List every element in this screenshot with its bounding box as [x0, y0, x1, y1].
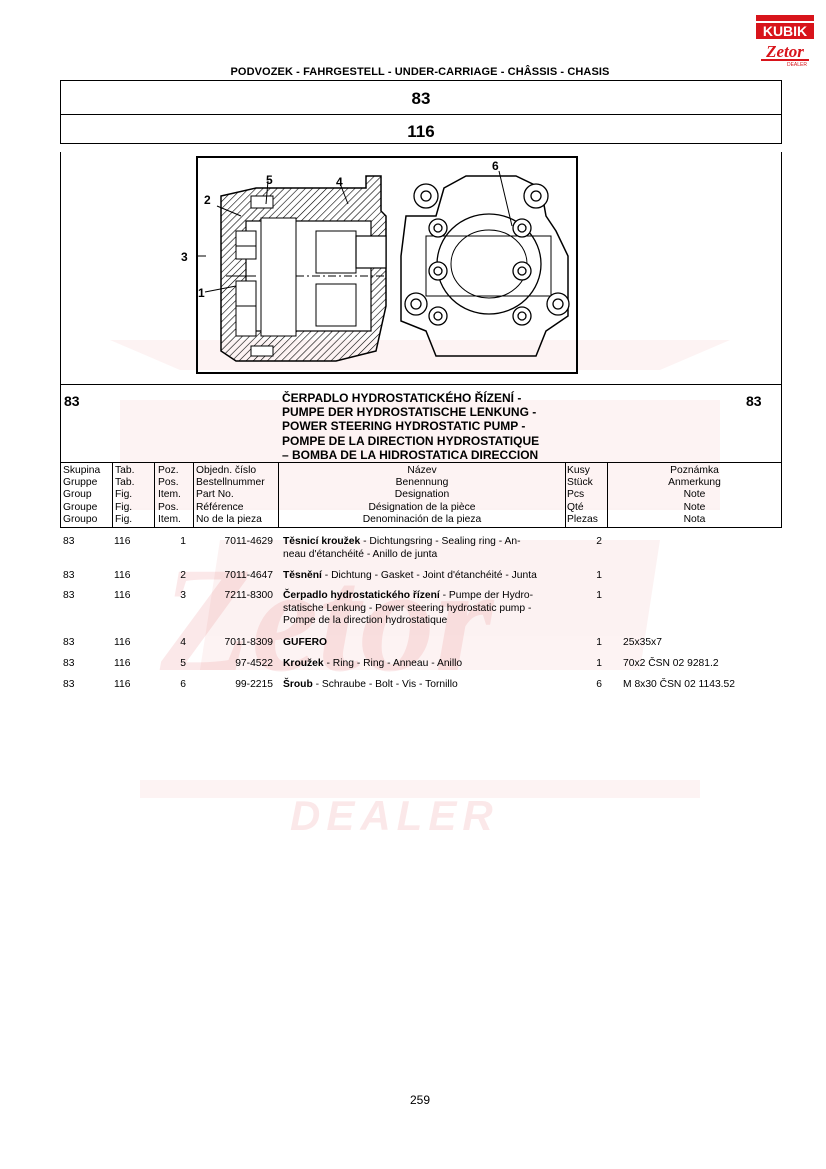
svg-text:DEALER: DEALER: [787, 62, 807, 68]
callout-4: 4: [336, 175, 343, 189]
title-box: [60, 384, 782, 463]
title-group-right: 83: [746, 393, 762, 409]
page-number: 259: [409, 1093, 431, 1107]
kubik-zetor-logo: KUBIK Zetor DEALER: [755, 14, 815, 68]
figure-frame: [60, 152, 782, 384]
callout-3: 3: [181, 250, 188, 264]
svg-text:Zetor: Zetor: [765, 42, 804, 61]
title-line-cz: ČERPADLO HYDROSTATICKÉHO ŘÍZENÍ -: [282, 391, 522, 405]
table-number: 116: [60, 113, 782, 144]
part-title: ČERPADLO HYDROSTATICKÉHO ŘÍZENÍ - PUMPE …: [282, 391, 539, 462]
section-header: PODVOZEK - FAHRGESTELL - UNDER-CARRIAGE …: [230, 66, 610, 78]
col-pos: Poz.Pos.Item.Pos.Item.: [158, 465, 181, 525]
title-line-es: – BOMBA DE LA HIDROSTATICA DIRECCION: [282, 447, 539, 462]
title-line-en: POWER STEERING HYDROSTATIC PUMP -: [282, 419, 526, 434]
callout-2: 2: [204, 193, 211, 207]
title-line-de: PUMPE DER HYDROSTATISCHE LENKUNG -: [282, 405, 537, 420]
title-group-left: 83: [64, 393, 80, 409]
title-line-fr: POMPE DE LA DIRECTION HYDROSTATIQUE: [282, 433, 540, 448]
svg-text:KUBIK: KUBIK: [763, 23, 807, 39]
pump-drawing: 2 5 4 6 1: [191, 156, 578, 374]
callout-6: 6: [492, 159, 499, 173]
callout-1: 1: [198, 286, 205, 300]
col-tab: Tab.Tab.Fig.Fig.Fig.: [115, 465, 135, 525]
group-number: 83: [60, 80, 782, 115]
callout-5: 5: [266, 173, 273, 187]
svg-text:DEALER: DEALER: [290, 792, 499, 839]
